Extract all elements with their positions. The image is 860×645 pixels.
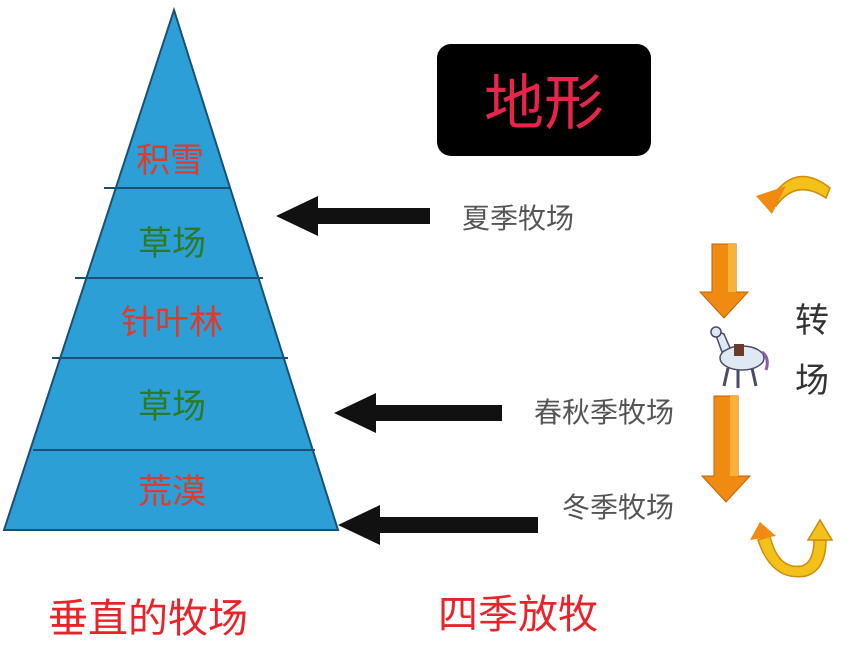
- winter-arrow: [338, 505, 538, 545]
- zone-label-grassland-lower: 草场: [138, 387, 206, 427]
- seasonal-grazing-caption: 四季放牧: [438, 592, 598, 638]
- vertical-pasture-caption: 垂直的牧场: [48, 596, 248, 642]
- zone-label-desert: 荒漠: [138, 472, 206, 512]
- down-arrow-upper-icon: [698, 243, 750, 319]
- altitude-pyramid: 积雪 草场 针叶林 草场 荒漠: [2, 6, 340, 531]
- down-arrow-lower-icon: [700, 395, 752, 503]
- transfer-label-char-1: 转: [795, 301, 829, 341]
- title-background: [437, 44, 651, 156]
- pyramid-shape: [2, 6, 340, 531]
- zone-label-grassland-upper: 草场: [138, 224, 206, 264]
- horse-icon: [710, 326, 769, 388]
- summer-pasture-label: 夏季牧场: [462, 202, 574, 235]
- spring-autumn-arrow: [334, 393, 502, 433]
- zone-label-snow: 积雪: [136, 141, 204, 181]
- title-box: 地形: [437, 44, 651, 156]
- zone-label-conifer: 针叶林: [121, 303, 223, 343]
- transfer-label-char-2: 场: [795, 361, 829, 401]
- winter-pasture-label: 冬季牧场: [562, 491, 674, 524]
- summer-arrow: [276, 196, 430, 236]
- spring-autumn-pasture-label: 春秋季牧场: [534, 396, 674, 429]
- curved-arrow-bottom-icon: [750, 518, 834, 578]
- curved-arrow-top-icon: [756, 175, 831, 214]
- title-text: 地形: [484, 69, 604, 139]
